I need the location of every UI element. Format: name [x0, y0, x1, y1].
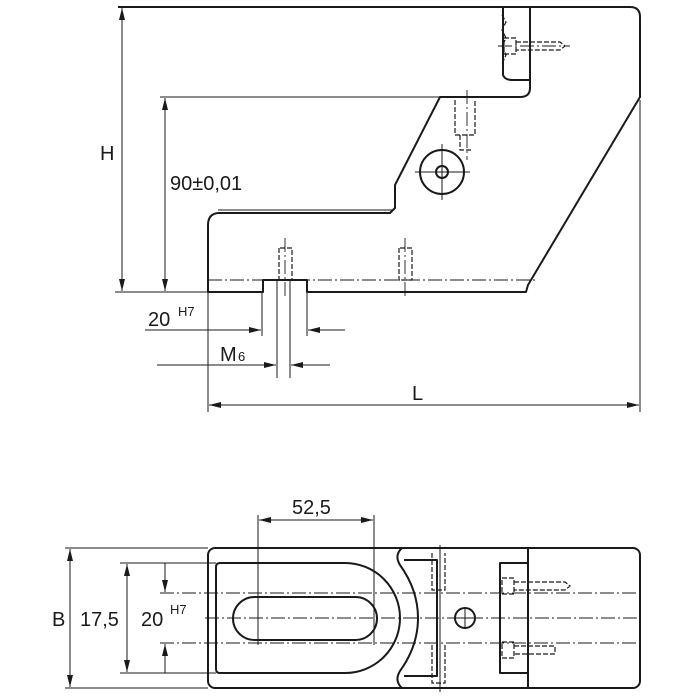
offset-label: 90±0,01 — [170, 173, 242, 195]
thread-main: M — [220, 344, 237, 366]
thread-sub: 6 — [238, 349, 245, 364]
elongated-slot — [232, 596, 378, 641]
hidden-screw-right — [398, 238, 413, 298]
slot-spacing-label: 52,5 — [292, 497, 331, 519]
slot-width-value: 20 — [148, 309, 170, 331]
length-label: L — [412, 383, 423, 405]
jaw-serration — [502, 7, 530, 81]
jaw-screws-top — [501, 577, 571, 659]
u-recess — [215, 562, 401, 674]
upper-hidden-screw — [454, 90, 476, 160]
crescent-edge — [396, 547, 419, 689]
slot-width-top-value: 20 — [141, 609, 163, 631]
width-label: B — [52, 609, 65, 631]
pivot-hole — [415, 144, 470, 200]
jaw-screw-hidden — [498, 37, 570, 55]
top-view: 52,5 B 17,5 20 H7 — [52, 497, 641, 692]
slot-width-top-tolerance: H7 — [170, 602, 187, 617]
slot-width-tolerance: H7 — [178, 304, 195, 319]
hidden-screws-top — [431, 553, 446, 684]
side-view: H 90±0,01 20 H7 M 6 L — [100, 6, 641, 412]
height-label: H — [100, 143, 114, 165]
inner-width-label: 17,5 — [80, 609, 119, 631]
side-view-outline — [207, 6, 641, 293]
